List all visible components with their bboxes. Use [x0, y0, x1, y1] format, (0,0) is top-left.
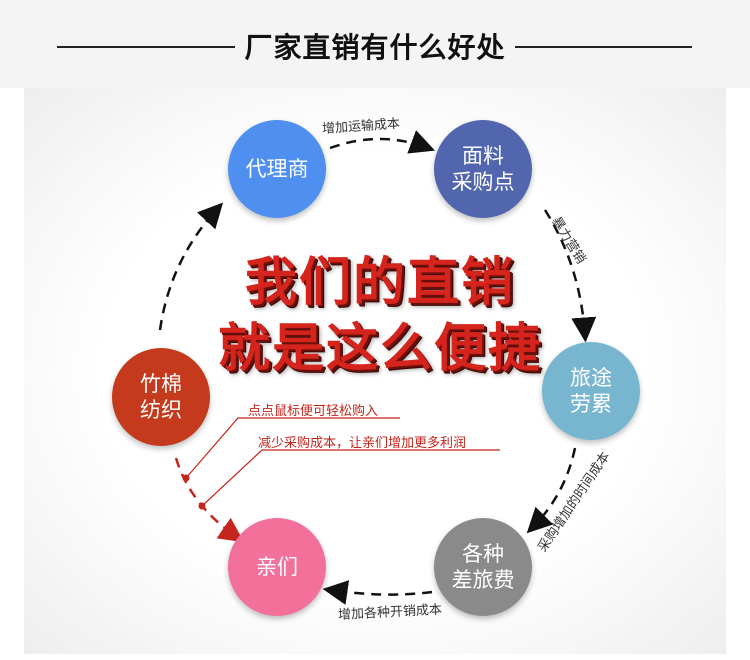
title-rule-left	[57, 46, 235, 48]
node-expenses-label: 各种 差旅费	[451, 541, 515, 592]
node-agent: 代理商	[228, 120, 326, 218]
callout-more-profit: 减少采购成本，让亲们增加更多利润	[258, 436, 467, 451]
callout-easy-purchase: 点点鼠标便可轻松购入	[248, 404, 379, 419]
node-cotton: 竹棉 纺织	[112, 348, 210, 446]
title-rule-right	[515, 46, 692, 48]
node-materials: 面料 采购点	[434, 120, 532, 218]
arrow-expenses-to-customers	[322, 580, 433, 605]
node-travel-label: 旅途 劳累	[570, 365, 612, 416]
arrow-agent-to-materials	[329, 130, 436, 154]
arrow-cotton-to-customers	[174, 457, 245, 543]
headline-line-1: 我们的直销	[244, 253, 515, 313]
callout-leader-second	[201, 449, 500, 507]
node-materials-label: 面料 采购点	[451, 143, 515, 194]
page-title: 厂家直销有什么好处	[244, 31, 506, 64]
node-cotton-label: 竹棉 纺织	[140, 371, 182, 422]
callout-dot-second	[198, 502, 206, 510]
node-agent-label: 代理商	[245, 156, 309, 181]
arrow-cotton-to-agent	[158, 202, 224, 331]
node-customers: 亲们	[228, 518, 326, 616]
callout-leader-first	[185, 417, 400, 479]
node-expenses: 各种 差旅费	[434, 518, 532, 616]
header-bar: 厂家直销有什么好处	[0, 0, 750, 88]
node-customers-label: 亲们	[256, 554, 298, 579]
callout-dot-first	[182, 474, 190, 482]
arrow-travel-to-expenses	[526, 447, 577, 534]
node-travel: 旅途 劳累	[542, 342, 640, 440]
headline-line-2: 就是这么便捷	[217, 319, 542, 379]
